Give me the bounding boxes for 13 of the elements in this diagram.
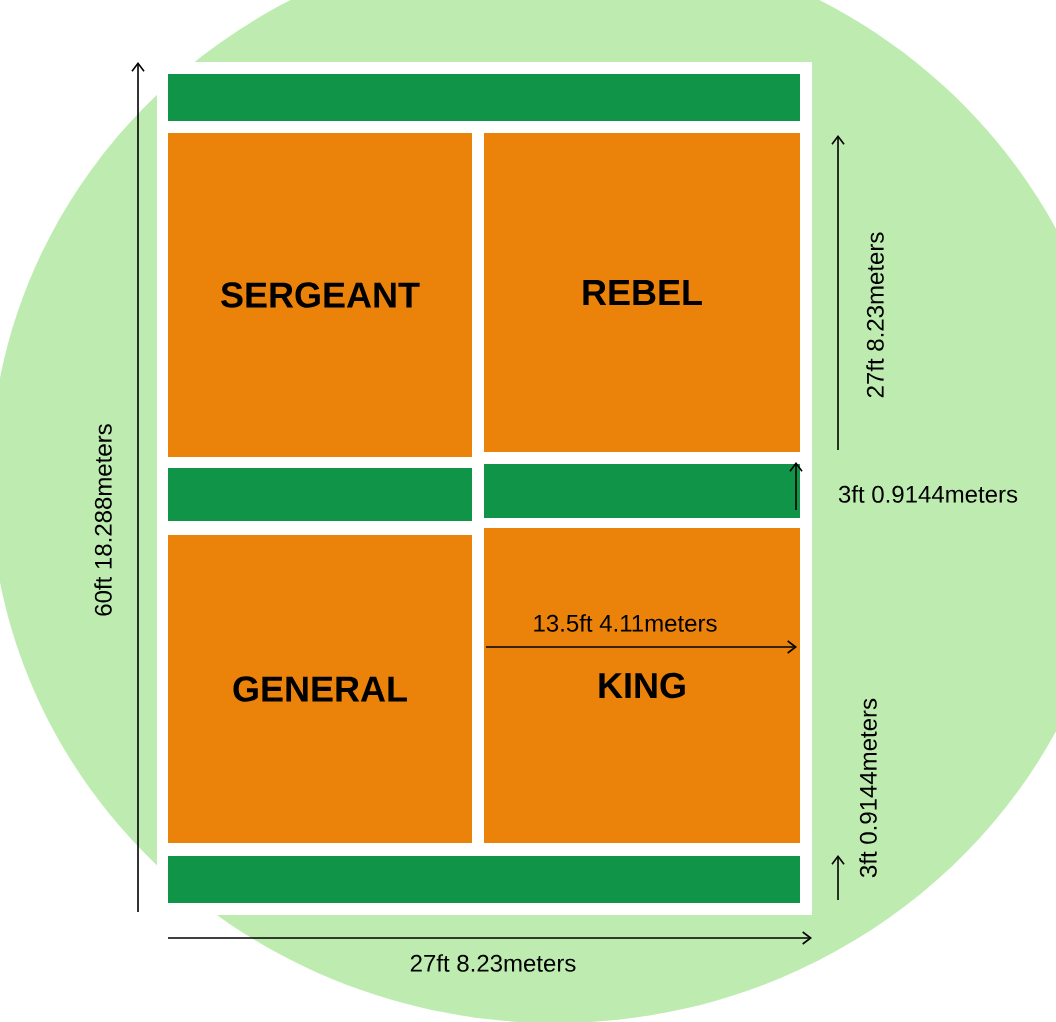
strip-box [484,464,800,518]
dimension-label: 3ft 0.9144meters [838,485,1018,503]
zone-box: SERGEANT [168,133,472,457]
dimension-label: 3ft 0.9144meters [859,698,877,878]
strip-box [168,856,800,903]
dimension-label: 13.5ft 4.11meters [534,614,717,632]
dimension-label: 27ft 8.23meters [866,232,884,398]
zone-box: REBEL [484,133,800,452]
dimension-label: 60ft 18.288meters [94,424,112,616]
strip-box [168,468,472,521]
dimension-label: 27ft 8.23meters [410,954,576,972]
strip-box [168,74,800,121]
zone-box: GENERAL [168,535,472,843]
